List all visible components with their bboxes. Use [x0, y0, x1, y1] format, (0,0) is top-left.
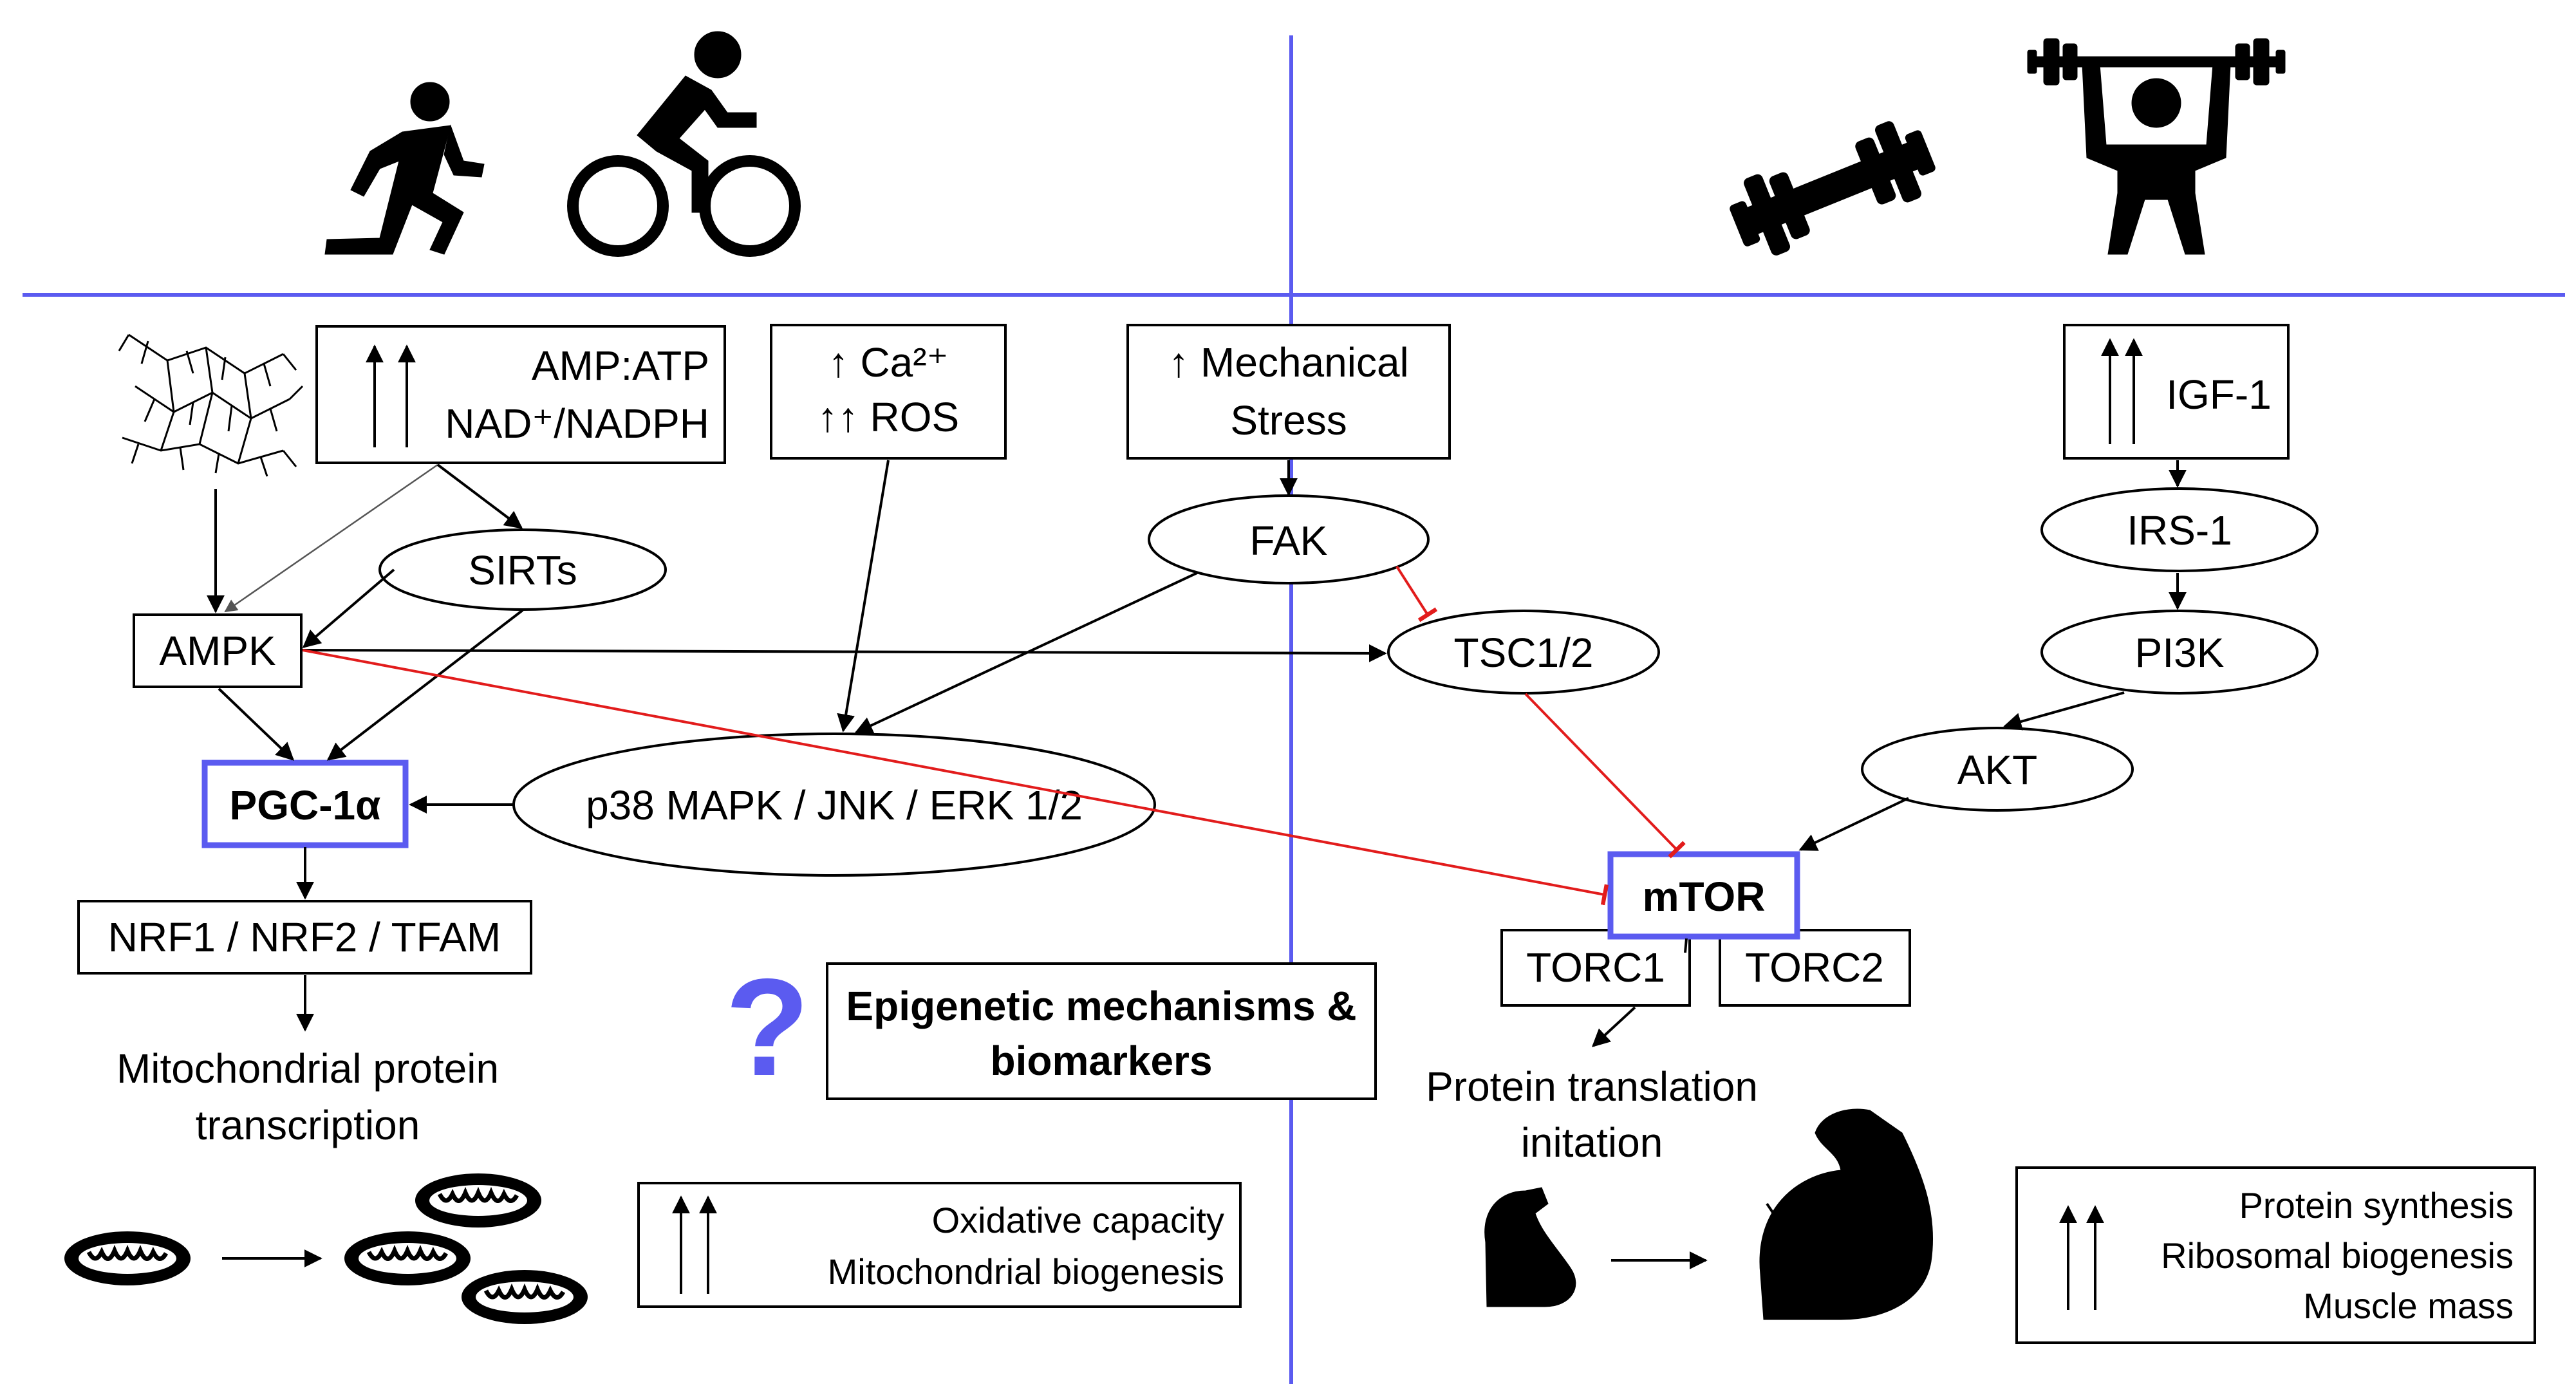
tsc12-label: TSC1/2	[1454, 630, 1594, 676]
result-oxidative: Oxidative capacity	[932, 1200, 1224, 1240]
result-muscle-mass: Muscle mass	[2303, 1285, 2514, 1326]
arrow-akt-to-mtor	[1798, 797, 1909, 851]
cyclist-icon	[567, 31, 801, 257]
dumbbell-icon	[1730, 121, 1936, 256]
result-protein-synthesis: Protein synthesis	[2239, 1185, 2514, 1226]
double-up-arrow-icon	[2101, 338, 2143, 444]
pgc1a-label: PGC-1α	[230, 782, 381, 828]
inhibit-fak-to-tsc12	[1395, 565, 1438, 622]
akt-node	[1861, 727, 2134, 812]
torc1-node	[1500, 929, 1691, 1007]
pi3k-label: PI3K	[2135, 630, 2225, 676]
epigenetic-line1: Epigenetic mechanisms &	[846, 983, 1356, 1029]
torc2-node	[1719, 929, 1911, 1007]
nad-ratio-label: NAD⁺/NADPH	[445, 400, 709, 447]
pi3k-node	[2040, 610, 2319, 695]
double-up-arrow-icon	[2059, 1205, 2104, 1310]
resistance-result-box	[2015, 1166, 2536, 1344]
inhibit-ampk-to-mtor	[302, 649, 1609, 906]
ros-label: ↑↑ ROS	[817, 394, 959, 440]
endurance-result-box	[637, 1182, 1242, 1308]
arrow-pi3k-to-akt	[2003, 691, 2125, 731]
stress-label: Stress	[1230, 397, 1347, 443]
fak-label: FAK	[1250, 518, 1328, 564]
arrow-ampk-to-pgc1a	[218, 687, 295, 761]
arrow-calcium-to-mapk	[837, 460, 890, 733]
sirts-node	[378, 528, 667, 611]
arrow-mtor-to-torc	[1684, 938, 1688, 953]
question-mark-icon: ?	[725, 949, 809, 1105]
arrow-energy-to-sirts	[436, 463, 523, 529]
ampk-label: AMPK	[159, 628, 275, 674]
large-flexed-arm-icon	[1759, 1108, 1934, 1320]
weightlifter-icon	[2027, 38, 2286, 255]
mechanical-label: ↑ Mechanical	[1168, 339, 1409, 386]
epigenetic-line2: biomarkers	[990, 1038, 1212, 1084]
mito-transcription-line2: transcription	[196, 1102, 420, 1148]
torc2-label: TORC2	[1745, 944, 1884, 991]
mitochondria-cluster-icon	[344, 1173, 588, 1324]
irs1-label: IRS-1	[2127, 507, 2232, 554]
mtor-node	[1607, 851, 1800, 940]
mechanical-stress-box	[1126, 324, 1451, 460]
akt-label: AKT	[1957, 747, 2037, 793]
mtor-label: mTOR	[1643, 873, 1766, 920]
tsc12-node	[1387, 610, 1660, 695]
sirts-label: SIRTs	[468, 547, 577, 593]
running-person-icon	[324, 82, 485, 255]
calcium-label: ↑ Ca²⁺	[828, 339, 949, 386]
energy-ratio-box	[315, 325, 726, 464]
arrow-fak-to-mapk	[854, 572, 1198, 734]
arrow-sirts-to-pgc1a	[326, 609, 524, 761]
capillary-network-icon	[118, 333, 304, 477]
torc1-label: TORC1	[1526, 944, 1665, 991]
protein-translation-line2: initation	[1521, 1119, 1663, 1166]
nrf-tfam-node	[77, 900, 532, 975]
arrow-sirts-to-ampk	[302, 568, 395, 648]
double-up-arrow-icon	[672, 1195, 717, 1294]
igf1-label: IGF-1	[2166, 371, 2272, 418]
arrow-energy-to-ampk-thin	[224, 463, 438, 613]
result-ribosomal: Ribosomal biogenesis	[2161, 1235, 2514, 1276]
mitochondrion-icon	[64, 1231, 191, 1285]
pgc1a-node	[201, 760, 409, 848]
mito-transcription-line1: Mitochondrial protein	[117, 1045, 499, 1092]
result-mito-biogenesis: Mitochondrial biogenesis	[828, 1251, 1224, 1292]
epigenetic-box	[826, 962, 1377, 1100]
flexed-arm-icon	[1484, 1187, 1576, 1307]
arrow-torc1-to-translation	[1591, 1006, 1636, 1047]
inhibit-tsc12-to-mtor	[1524, 693, 1686, 859]
mapk-label: p38 MAPK / JNK / ERK 1/2	[586, 782, 1083, 828]
ampk-node	[133, 613, 303, 688]
nrf-tfam-label: NRF1 / NRF2 / TFAM	[108, 914, 501, 960]
energy-ratio-label: AMP:ATP	[532, 342, 709, 389]
double-up-arrow-icon	[366, 344, 416, 447]
calcium-ros-box	[770, 324, 1007, 460]
protein-translation-line1: Protein translation	[1426, 1063, 1758, 1110]
arrow-ampk-to-tsc12	[302, 644, 1387, 662]
irs1-node	[2040, 487, 2319, 572]
